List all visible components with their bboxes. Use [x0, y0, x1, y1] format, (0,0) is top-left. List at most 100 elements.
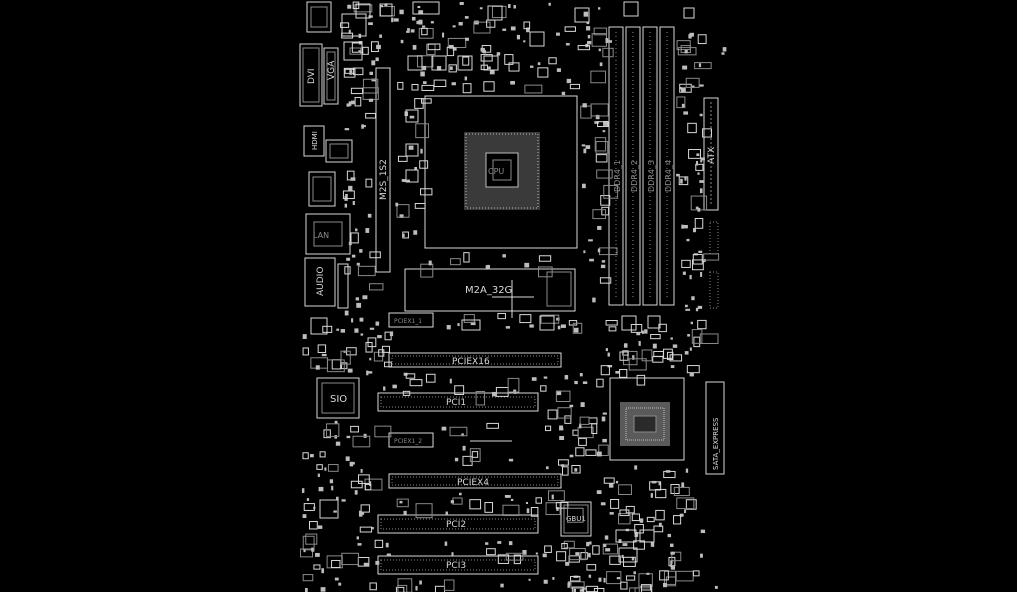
- component-pad: [526, 27, 530, 33]
- component-pad: [542, 553, 547, 558]
- component-pad: [350, 461, 355, 465]
- component-pad: [457, 55, 473, 71]
- component-pad: [349, 70, 353, 75]
- component-pad: [682, 65, 688, 70]
- component-pad: [454, 385, 465, 396]
- component-pad: [697, 207, 701, 212]
- component-pad: [516, 34, 521, 40]
- component-pad: [697, 305, 703, 309]
- pci2-label: PCI2: [446, 520, 466, 530]
- component-pad: [362, 46, 369, 55]
- component-pad: [605, 548, 611, 552]
- component-pad: [405, 109, 419, 123]
- component-pad: [484, 502, 494, 513]
- component-pad: [310, 317, 328, 335]
- component-pad: [497, 312, 506, 320]
- component-pad: [589, 541, 592, 545]
- component-pad: [687, 122, 697, 134]
- component-pad: [573, 588, 576, 591]
- component-pad: [415, 585, 418, 591]
- component-pad: [652, 356, 664, 363]
- component-pad: [600, 502, 606, 506]
- component-pad: [616, 577, 621, 580]
- component-pad: [462, 83, 472, 94]
- component-pad: [402, 390, 411, 396]
- component-pad: [700, 272, 703, 277]
- component-pad: [395, 202, 399, 207]
- component-pad: [461, 319, 481, 331]
- component-pad: [329, 479, 334, 484]
- component-pad: [421, 27, 428, 36]
- sio-label: SIO: [330, 394, 347, 405]
- component-pad: [673, 486, 690, 497]
- component-pad: [397, 155, 408, 162]
- component-pad: [402, 233, 405, 238]
- component-pad: [317, 473, 320, 477]
- component-pad: [602, 47, 614, 58]
- component-pad: [483, 55, 499, 71]
- component-pad: [585, 449, 597, 456]
- component-pad: [306, 498, 310, 501]
- component-pad: [615, 529, 637, 543]
- component-pad: [676, 40, 691, 51]
- component-pad: [561, 543, 568, 550]
- component-pad: [556, 317, 560, 321]
- component-pad: [505, 326, 511, 329]
- component-pad: [396, 498, 409, 508]
- component-pad: [524, 262, 530, 268]
- component-pad: [684, 49, 688, 54]
- component-pad: [415, 123, 430, 139]
- component-pad: [577, 426, 594, 439]
- component-pad: [684, 351, 689, 355]
- component-pad: [355, 297, 360, 301]
- component-pad: [345, 456, 350, 461]
- component-pad: [691, 296, 695, 301]
- component-pad: [617, 513, 631, 525]
- component-pad: [354, 328, 359, 333]
- component-pad: [344, 203, 348, 208]
- component-pad: [602, 412, 607, 415]
- pciex16-label: PCIEX16: [452, 357, 490, 367]
- component-pad: [356, 302, 362, 308]
- component-pad: [444, 541, 448, 546]
- atx-label: ATX: [707, 147, 717, 164]
- component-pad: [537, 62, 541, 66]
- component-pad: [369, 582, 377, 591]
- component-pad: [316, 464, 323, 470]
- component-pad: [318, 486, 324, 492]
- component-pad: [609, 555, 621, 565]
- component-pad: [504, 495, 509, 498]
- component-pad: [555, 502, 569, 509]
- component-pad: [317, 525, 323, 529]
- component-pad: [480, 54, 493, 62]
- atx-connector: ATX: [703, 97, 719, 309]
- component-pad: [634, 465, 638, 470]
- component-pad: [379, 5, 383, 8]
- component-pad: [676, 96, 686, 109]
- component-pad: [392, 384, 397, 389]
- component-pad: [571, 464, 581, 474]
- component-pad: [598, 577, 602, 582]
- component-pad: [519, 314, 532, 324]
- component-pad: [670, 566, 675, 570]
- component-pad: [347, 368, 353, 373]
- component-pad: [341, 499, 346, 502]
- component-pad: [449, 378, 452, 384]
- component-pad: [391, 17, 394, 23]
- component-pad: [608, 483, 614, 488]
- component-pad: [425, 373, 436, 383]
- component-pad: [302, 347, 309, 356]
- component-pad: [384, 361, 392, 368]
- component-pad: [324, 467, 327, 471]
- component-pad: [420, 188, 433, 196]
- component-pad: [722, 47, 727, 52]
- component-pad: [634, 524, 644, 534]
- component-pad: [526, 508, 530, 514]
- component-pad: [331, 559, 341, 569]
- component-pad: [441, 426, 447, 431]
- component-pad: [655, 488, 667, 499]
- component-pad: [703, 253, 720, 261]
- component-pad: [638, 573, 653, 587]
- component-pad: [568, 555, 580, 563]
- component-pad: [692, 570, 700, 577]
